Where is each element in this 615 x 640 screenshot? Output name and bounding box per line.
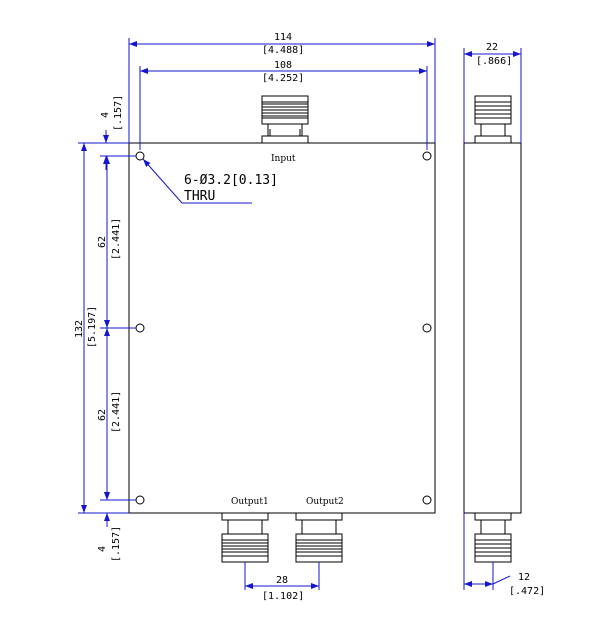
hole-top-left — [135, 151, 145, 161]
dim-hole-width-mm: 108 — [274, 60, 292, 71]
dim-top-offset: 4 [.157] — [100, 95, 136, 170]
mounting-holes — [135, 151, 432, 505]
dim-upper-pitch-mm: 62 — [97, 236, 108, 248]
thru-note: THRU — [184, 189, 215, 204]
input-connector — [261, 95, 309, 144]
hole-bottom-right — [422, 495, 432, 505]
side-body — [463, 142, 522, 514]
hole-note: 6-Ø3.2[0.13] — [184, 173, 278, 188]
dim-lower-pitch-mm: 62 — [97, 409, 108, 421]
dim-side-width-mm: 22 — [486, 42, 498, 53]
dim-output-spacing: 28 [1.102] — [244, 562, 320, 602]
dim-output-spacing-mm: 28 — [276, 575, 288, 586]
side-top-connector — [474, 95, 512, 144]
dim-upper-pitch: 62 [2.441] — [97, 156, 136, 329]
output1-connector — [221, 512, 269, 563]
side-bottom-connector — [474, 512, 512, 563]
front-body — [128, 142, 436, 514]
dim-top-offset-in: [.157] — [113, 95, 124, 131]
dim-side-connector: 12 [.472] — [463, 513, 545, 597]
output2-label: Output2 — [306, 497, 344, 507]
input-label: Input — [271, 154, 296, 164]
hole-mid-left — [135, 323, 145, 333]
dim-bottom-offset-mm: 4 — [97, 546, 108, 552]
hole-leader — [142, 158, 183, 204]
output2-connector — [295, 512, 343, 563]
dim-overall-width-in: [4.488] — [262, 45, 304, 56]
dim-overall-width: 114 [4.488] — [128, 32, 436, 143]
hole-bottom-left — [135, 495, 145, 505]
output1-label: Output1 — [231, 497, 269, 507]
dim-side-width: 22 [.866] — [463, 42, 522, 143]
dim-overall-width-mm: 114 — [274, 32, 292, 43]
dim-side-width-in: [.866] — [476, 56, 512, 67]
dim-lower-pitch: 62 [2.441] — [97, 328, 136, 501]
hole-top-right — [422, 151, 432, 161]
dim-overall-height-in: [5.197] — [87, 306, 98, 348]
dim-side-connector-mm: 12 — [518, 572, 530, 583]
dim-hole-width: 108 [4.252] — [139, 60, 428, 150]
dim-overall-height-mm: 132 — [74, 320, 85, 338]
dim-hole-width-in: [4.252] — [262, 73, 304, 84]
dim-lower-pitch-in: [2.441] — [111, 391, 122, 433]
dim-upper-pitch-in: [2.441] — [111, 218, 122, 260]
dim-top-offset-mm: 4 — [100, 112, 111, 118]
dim-side-connector-in: [.472] — [509, 586, 545, 597]
hole-mid-right — [422, 323, 432, 333]
dim-output-spacing-in: [1.102] — [262, 591, 304, 602]
dim-bottom-offset-in: [.157] — [111, 526, 122, 562]
dim-bottom-offset: 4 [.157] — [97, 486, 122, 562]
dim-overall-height: 132 [5.197] — [74, 142, 129, 514]
